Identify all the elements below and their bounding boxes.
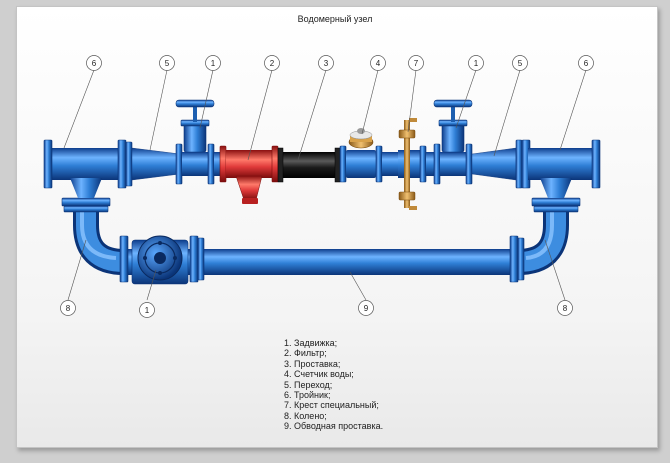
callout-number: 1 [211,59,216,68]
legend-item: 2. Фильтр; [284,348,327,359]
callout-number: 3 [324,59,329,68]
diagram-title: Водомерный узел [297,14,373,24]
callout-labels: 6 5 1 2 3 4 7 1 5 6 8 1 9 8 [60,55,594,318]
callout-number: 2 [270,59,275,68]
callout-number: 9 [364,304,369,313]
left-transition [131,147,181,181]
legend-item: 9. Обводная проставка. [284,421,384,432]
callout-circle [205,55,221,71]
callout-circle [264,55,280,71]
callout-circle [578,55,594,71]
left-gate-valve [175,99,215,185]
legend-item: 4. Счетчик воды; [284,369,354,380]
legend-item: 8. Колено; [284,410,327,421]
legend-item: 3. Проставка; [284,358,341,369]
callout-circle [370,55,386,71]
spacer [278,152,340,178]
callout-circle [139,302,155,318]
callout-circle [468,55,484,71]
callout-number: 1 [474,59,479,68]
callout-circle [60,300,76,316]
callout-circle [159,55,175,71]
legend-item: 6. Тройник; [284,390,331,401]
bypass-spacer-pipe [122,249,522,275]
legend-item: 1. Задвижка; [284,338,338,348]
callout-number: 1 [145,306,150,315]
right-tee [515,139,601,198]
callout-circle [318,55,334,71]
callout-number: 6 [584,59,589,68]
water-meter [339,128,383,183]
legend-item: 5. Переход; [284,379,333,390]
special-cross [398,118,427,210]
callout-circle [557,300,573,316]
callout-number: 7 [414,59,419,68]
callout-circle [408,55,424,71]
callout-number: 5 [165,59,170,68]
filter [214,145,279,204]
callout-number: 8 [66,304,71,313]
left-tee [43,139,133,198]
callout-circle [86,55,102,71]
right-transition [471,147,517,181]
callout-number: 5 [518,59,523,68]
legend-item: 7. Крест специальный; [284,400,379,411]
bypass-gate-valve [131,235,189,285]
callout-number: 6 [92,59,97,68]
leader-lines [63,69,587,301]
callout-circle [512,55,528,71]
callout-number: 4 [376,59,381,68]
callout-number: 8 [563,304,568,313]
legend: 1. Задвижка;2. Фильтр;3. Проставка;4. Сч… [284,338,383,432]
callout-circle [358,300,374,316]
right-gate-valve [433,99,473,185]
